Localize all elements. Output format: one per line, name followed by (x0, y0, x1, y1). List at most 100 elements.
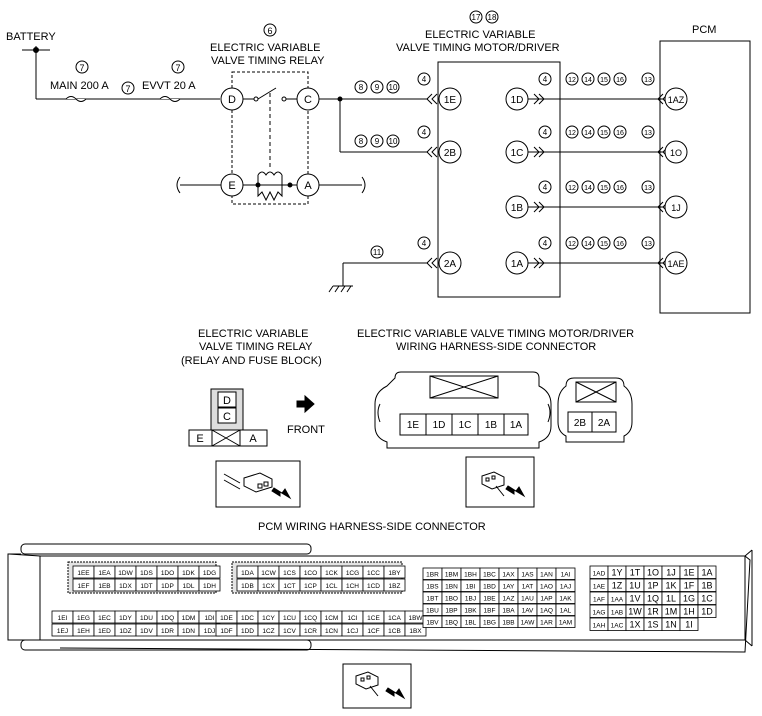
ref-4-right-b: 4 (538, 125, 552, 139)
pcm-pin-label: 1BB (502, 620, 514, 627)
svg-text:13: 13 (644, 77, 652, 84)
driver-pin-1c: 1C (505, 140, 529, 164)
ref-4-right-d: 4 (538, 236, 552, 250)
pcm-pin-label: 1CT (283, 583, 295, 590)
pcm-pin-label: 1AD (593, 571, 606, 578)
refs-8-9-10-a: 8 9 10 (354, 80, 400, 94)
pcm-pin-label: 1DX (119, 583, 132, 590)
pcm-pin-label: 1DZ (119, 628, 131, 635)
svg-text:4: 4 (543, 128, 548, 137)
relay-socket-bottom (188, 429, 268, 447)
svg-text:1C: 1C (459, 420, 472, 431)
ref-4-left-b: 4 (417, 125, 431, 139)
pcm-pin-label: 1BY (388, 570, 401, 577)
ref-11: 11 (370, 245, 384, 259)
pcm-pin-label: 1BE (483, 596, 496, 603)
pcm-pin-label: 1T (630, 568, 641, 578)
pcm-pin-label: 1CS (283, 570, 296, 577)
relay-box (231, 71, 309, 205)
pcm-pin-label: 1Y (611, 568, 622, 578)
pcm-pin-label: 1DR (161, 628, 174, 635)
pcm-pin-label: 1CH (346, 583, 359, 590)
svg-text:E: E (228, 180, 235, 192)
svg-text:8: 8 (359, 137, 364, 146)
pcm-pin-label: 1AB (611, 610, 623, 617)
pcm-pin-label: 1E (683, 568, 694, 578)
pcm-pin-label: 1AH (593, 623, 606, 630)
driver-pin-2b: 2B (438, 140, 462, 164)
svg-text:4: 4 (422, 128, 427, 137)
pcm-pin-label: 1CD (367, 583, 380, 590)
pcm-pin-label: 1V (629, 594, 640, 604)
svg-text:4: 4 (543, 183, 548, 192)
svg-text:7: 7 (125, 84, 130, 94)
pcm-pin-label: 1EA (98, 570, 111, 577)
pcm-pin-label: 1DM (182, 615, 196, 622)
relay-title-2: VALVE TIMING RELAY (211, 55, 325, 67)
pcm-pin-cell (555, 615, 576, 628)
pcm-pin-label: 1EC (98, 615, 111, 622)
pcm-pin-label: 1P (647, 581, 658, 591)
pcm-pin-label: 1DH (203, 583, 216, 590)
pcm-pin-cell (555, 591, 576, 604)
pcm-pin-label: 1DG (203, 570, 216, 577)
ref-13-b: 13 (641, 125, 655, 139)
pcm-pin-label: 1AF (593, 597, 605, 604)
svg-text:4: 4 (422, 75, 427, 84)
pcm-pin-label: 1CM (325, 615, 339, 622)
pcm-pin-label: 1AQ (540, 608, 553, 615)
svg-text:8: 8 (359, 83, 364, 92)
connector-views: ELECTRIC VARIABLE VALVE TIMING RELAY (RE… (181, 328, 634, 508)
pcm-pin-label: 1CI (347, 615, 357, 622)
driver-pin-1b: 1B (505, 195, 529, 219)
pcm-pin-cell (383, 565, 406, 579)
pcm-pin-label: 1BG (483, 620, 496, 627)
pcm-pin-label: 1M (665, 607, 678, 617)
pcm-pin-label: 1BC (483, 572, 496, 579)
svg-text:16: 16 (616, 130, 624, 137)
pcm-pin-label: 1EE (77, 570, 90, 577)
pcm-pin-label: 1CO (304, 570, 317, 577)
svg-text:10: 10 (389, 83, 398, 92)
pcm-pin-label: 1AX (502, 572, 515, 579)
svg-text:1B: 1B (511, 203, 524, 214)
fuse-main-label: MAIN 200 A (50, 80, 109, 92)
pcm-pin-label: 1CL (326, 583, 338, 590)
pcm-pin-label: 1Z (612, 581, 623, 591)
svg-text:12: 12 (568, 77, 576, 84)
refs-12-14-15-16-b: 12 14 15 16 (565, 125, 627, 139)
pcm-pin-label: 1DV (140, 628, 153, 635)
svg-text:14: 14 (584, 130, 592, 137)
pcm-pin-label: 1CQ (304, 615, 317, 622)
pcm-pin-label: 1ED (98, 628, 111, 635)
relay-socket-d (217, 391, 237, 408)
pcm-pin-label: 1DO (161, 570, 174, 577)
ref-4-left-a: 4 (417, 72, 431, 86)
pcm-pin-label: 1AA (611, 597, 624, 604)
ref-7-b: 7 (121, 81, 135, 95)
driver-connector-small: 2B 2A (557, 377, 633, 443)
svg-text:12: 12 (568, 241, 576, 248)
svg-text:10: 10 (389, 137, 398, 146)
pcm-pin-label: 1EF (78, 583, 90, 590)
pcm-pin-cell (697, 565, 717, 579)
ref-13-a: 13 (641, 72, 655, 86)
pcm-pin-label: 1DA (241, 570, 254, 577)
ref-4-right-c: 4 (538, 180, 552, 194)
svg-text:1O: 1O (670, 148, 682, 158)
pcm-pin-label: 1B (701, 581, 712, 591)
svg-text:1A: 1A (511, 259, 524, 270)
svg-text:1A: 1A (510, 420, 523, 431)
svg-text:14: 14 (584, 241, 592, 248)
pcm-pin-label: 1BQ (445, 620, 458, 627)
pcm-pin-label: 1DE (220, 615, 233, 622)
svg-text:16: 16 (616, 241, 624, 248)
relay-pin-d: D (220, 87, 244, 111)
svg-text:4: 4 (543, 239, 548, 248)
pcm-pin-label: 1C (701, 594, 713, 604)
pcm-pin-1az: 1AZ (664, 87, 688, 111)
relay-socket-c-label: C (223, 411, 231, 423)
pcm-pin-cell (383, 578, 406, 592)
ref-7-c: 7 (171, 60, 185, 74)
pcm-pin-label: 1BP (445, 608, 457, 615)
